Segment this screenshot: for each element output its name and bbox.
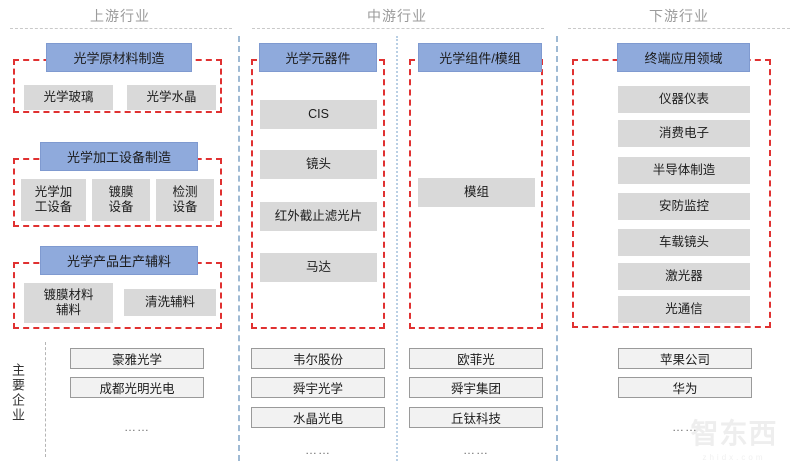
item-security-surveillance[interactable]: 安防监控 <box>618 193 750 220</box>
company-upstream-ellipsis: …… <box>124 420 150 434</box>
company-upstream-2[interactable]: 成都光明光电 <box>70 377 204 398</box>
section-title-midstream: 中游行业 <box>367 8 427 24</box>
item-optical-communication[interactable]: 光通信 <box>618 296 750 323</box>
group-header-processing-equipment[interactable]: 光学加工设备制造 <box>40 142 198 171</box>
item-inspection-equipment[interactable]: 检测 设备 <box>156 179 214 221</box>
item-module[interactable]: 模组 <box>418 178 535 207</box>
section-rule-upstream <box>10 28 232 29</box>
item-coating-equipment[interactable]: 镀膜 设备 <box>92 179 150 221</box>
item-optical-processing-equipment[interactable]: 光学加 工设备 <box>21 179 86 221</box>
company-mid-modules-1[interactable]: 欧菲光 <box>409 348 543 369</box>
item-automotive-lens[interactable]: 车载镜头 <box>618 229 750 256</box>
item-ir-cut-filter[interactable]: 红外截止滤光片 <box>260 202 377 231</box>
main-companies-divider <box>45 342 46 457</box>
section-rule-midstream <box>252 28 544 29</box>
group-header-optical-components[interactable]: 光学元器件 <box>259 43 377 72</box>
group-header-raw-material[interactable]: 光学原材料制造 <box>46 43 192 72</box>
group-header-aux-material[interactable]: 光学产品生产辅料 <box>40 246 198 275</box>
company-mid-components-2[interactable]: 舜宇光学 <box>251 377 385 398</box>
company-downstream-ellipsis: …… <box>672 420 698 434</box>
group-header-terminal-applications[interactable]: 终端应用领域 <box>617 43 750 72</box>
company-mid-components-ellipsis: …… <box>305 443 331 457</box>
company-upstream-1[interactable]: 豪雅光学 <box>70 348 204 369</box>
company-mid-components-1[interactable]: 韦尔股份 <box>251 348 385 369</box>
company-mid-components-3[interactable]: 水晶光电 <box>251 407 385 428</box>
item-lens[interactable]: 镜头 <box>260 150 377 179</box>
group-header-optical-modules[interactable]: 光学组件/模组 <box>418 43 542 72</box>
item-cis[interactable]: CIS <box>260 100 377 129</box>
watermark-logo: 智东西 zhidx.com <box>674 406 794 464</box>
main-companies-label: 主要企业 <box>10 363 25 423</box>
column-divider-midstream-inner <box>396 36 398 461</box>
company-downstream-2[interactable]: 华为 <box>618 377 752 398</box>
company-mid-modules-3[interactable]: 丘钛科技 <box>409 407 543 428</box>
column-divider-midstream-downstream <box>556 36 558 461</box>
item-semiconductor-manufacturing[interactable]: 半导体制造 <box>618 157 750 184</box>
section-title-downstream: 下游行业 <box>649 8 709 24</box>
section-rule-downstream <box>568 28 790 29</box>
company-downstream-1[interactable]: 苹果公司 <box>618 348 752 369</box>
item-laser[interactable]: 激光器 <box>618 263 750 290</box>
item-coating-material-aux[interactable]: 镀膜材料 辅料 <box>24 283 113 323</box>
item-consumer-electronics[interactable]: 消费电子 <box>618 120 750 147</box>
watermark-domain: zhidx.com <box>702 453 766 462</box>
item-instruments[interactable]: 仪器仪表 <box>618 86 750 113</box>
item-cleaning-aux[interactable]: 清洗辅料 <box>124 289 216 316</box>
company-mid-modules-ellipsis: …… <box>463 443 489 457</box>
item-optical-crystal[interactable]: 光学水晶 <box>127 85 216 110</box>
item-optical-glass[interactable]: 光学玻璃 <box>24 85 113 110</box>
column-divider-upstream-midstream <box>238 36 240 461</box>
item-motor[interactable]: 马达 <box>260 253 377 282</box>
section-title-upstream: 上游行业 <box>90 8 150 24</box>
company-mid-modules-2[interactable]: 舜宇集团 <box>409 377 543 398</box>
